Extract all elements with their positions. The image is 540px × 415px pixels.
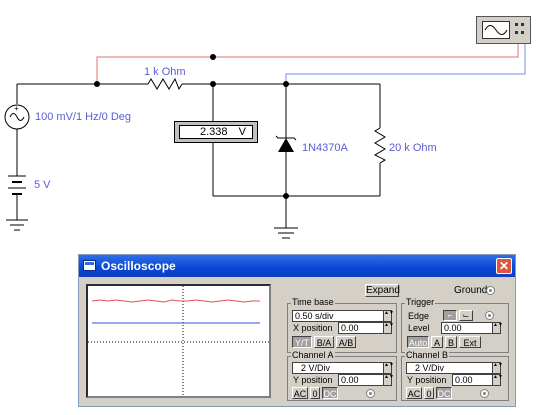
edge-falling-button[interactable]: ⌙ [459, 310, 473, 321]
source-label: 100 mV/1 Hz/0 Deg [35, 111, 131, 123]
channel-b-dc-button[interactable]: DC [436, 387, 452, 399]
voltmeter-value: 2.338 [200, 126, 228, 138]
voltmeter[interactable]: 2.338 V [174, 121, 258, 143]
channel-a-y-position-spinner[interactable]: ▲▼ [383, 374, 394, 386]
close-button[interactable]: ✕ [496, 258, 512, 274]
channel-a-y-position-field[interactable]: 0.00 [338, 374, 384, 386]
time-base-field[interactable]: 0.50 s/div [292, 310, 384, 322]
oscilloscope-title: Oscilloscope [101, 259, 176, 273]
mode-yt-button[interactable]: Y/T [292, 336, 312, 348]
scope-screen-icon [482, 21, 510, 39]
trace-channel-a [91, 299, 260, 303]
probe-wire-b [285, 44, 526, 84]
oscilloscope-titlebar[interactable]: Oscilloscope ✕ [79, 255, 515, 277]
channel-b-zero-button[interactable]: 0 [424, 387, 434, 399]
resistor-2[interactable] [373, 127, 387, 164]
time-base-group [287, 303, 397, 353]
channel-a-zero-button[interactable]: 0 [310, 387, 320, 399]
svg-text:+: + [14, 104, 19, 113]
channel-b-group [401, 356, 509, 401]
channel-a-scale-spinner[interactable]: ▲▼ [383, 362, 394, 374]
channel-a-y-position-label: Y position [293, 375, 333, 385]
voltmeter-display: 2.338 V [179, 125, 253, 139]
mode-ba-button[interactable]: B/A [314, 336, 334, 348]
ground-symbol-center [274, 227, 298, 239]
voltmeter-unit: V [238, 126, 246, 138]
channel-b-y-position-field[interactable]: 0.00 [452, 374, 493, 386]
resistor-2-label: 20 k Ohm [389, 142, 437, 154]
scope-display [86, 284, 271, 398]
channel-b-ac-button[interactable]: AC [406, 387, 422, 399]
x-position-field[interactable]: 0.00 [338, 322, 384, 334]
channel-a-ac-button[interactable]: AC [292, 387, 308, 399]
zener-diode[interactable] [275, 135, 297, 152]
circuit-schematic: + [4, 44, 526, 239]
time-base-spinner[interactable]: ▲▼ [383, 310, 394, 322]
ground-label: Ground [454, 285, 488, 296]
channel-b-scale-spinner[interactable]: ▲▼ [492, 362, 503, 374]
channel-b-title: Channel B [405, 350, 450, 360]
expand-button[interactable]: Expand [365, 284, 400, 297]
edge-rising-button[interactable]: ⌐ [443, 310, 457, 321]
resistor-1[interactable] [147, 77, 183, 91]
edge-label: Edge [408, 311, 430, 321]
channel-a-scale-field[interactable]: 2 V/Div [292, 362, 384, 374]
x-position-spinner[interactable]: ▲▼ [383, 322, 394, 334]
resistor-1-label: 1 k Ohm [144, 66, 186, 78]
channel-b-y-position-label: Y position [407, 375, 447, 385]
oscilloscope-window[interactable]: Oscilloscope ✕ Expand Ground Time base 0… [78, 254, 516, 407]
channel-b-terminal[interactable] [480, 389, 489, 398]
trigger-group [401, 303, 509, 353]
level-label: Level [408, 323, 430, 333]
mode-ab-button[interactable]: A/B [336, 336, 356, 348]
trigger-auto-button[interactable]: Auto [407, 336, 429, 348]
ground-symbol-left [6, 219, 28, 231]
channel-b-y-position-spinner[interactable]: ▲▼ [492, 374, 503, 386]
channel-a-terminal[interactable] [366, 389, 375, 398]
zener-label: 1N4370A [302, 142, 348, 154]
level-field[interactable]: 0.00 [441, 322, 493, 334]
battery[interactable] [8, 175, 26, 195]
time-base-title: Time base [291, 297, 335, 307]
x-position-label: X position [293, 323, 333, 333]
channel-b-scale-field[interactable]: 2 V/Div [406, 362, 493, 374]
oscilloscope-instrument-icon[interactable] [476, 16, 531, 44]
trigger-ext-button[interactable]: Ext [459, 336, 481, 348]
channel-a-dc-button[interactable]: DC [322, 387, 338, 399]
ground-terminal[interactable] [486, 286, 495, 295]
external-trigger-terminal[interactable] [485, 311, 494, 320]
probe-wire-a [96, 44, 519, 84]
channel-a-title: Channel A [291, 350, 335, 360]
trigger-b-button[interactable]: B [445, 336, 457, 348]
level-spinner[interactable]: ▲▼ [492, 322, 503, 334]
trigger-a-button[interactable]: A [431, 336, 443, 348]
battery-label: 5 V [34, 179, 51, 191]
channel-a-group [287, 356, 397, 401]
window-icon [83, 260, 96, 271]
trigger-title: Trigger [405, 297, 436, 307]
